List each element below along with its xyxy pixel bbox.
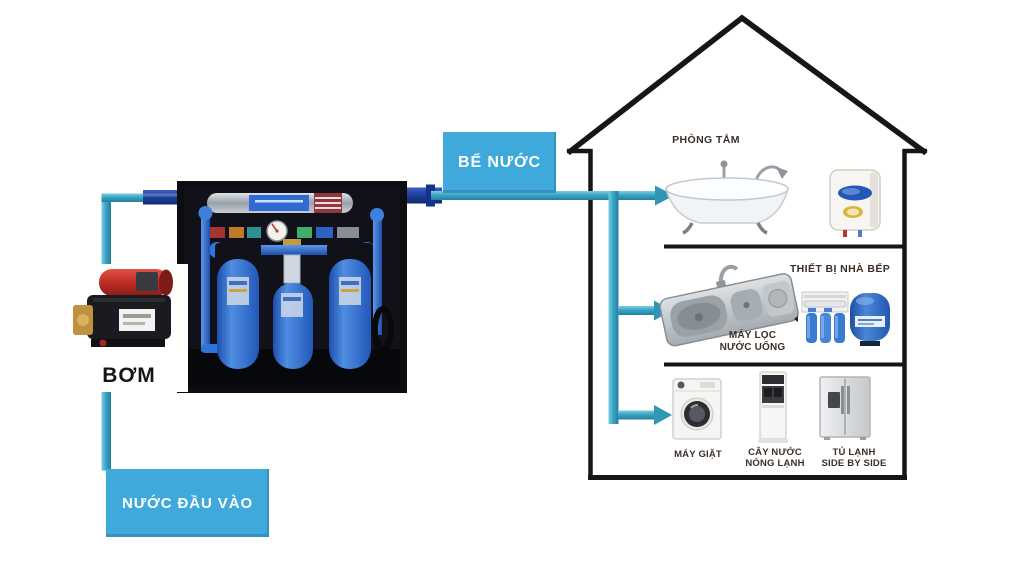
branch-utility-pipe: [618, 410, 656, 420]
pump-pressure-tank: [98, 269, 169, 296]
refrigerator-icon: [819, 376, 871, 440]
housing-wrench: [372, 306, 394, 380]
bathroom-label: PHÒNG TẮM: [672, 134, 740, 146]
filter-inlet-pipe: [143, 190, 183, 205]
clear-prefilter: [283, 254, 301, 284]
washer-label: MÁY GIẶT: [674, 449, 722, 460]
house-roof: [566, 14, 928, 156]
pump-block: BƠM: [70, 264, 188, 392]
distribution-pipes: [404, 184, 674, 425]
fridge-label: TỦ LẠNH SIDE BY SIDE: [821, 447, 887, 470]
water-tank-label-box: BỂ NƯỚC: [443, 132, 556, 193]
pump-label: BƠM: [102, 364, 156, 387]
main-distribution-pipe: [431, 191, 657, 200]
filter-housings: [215, 243, 373, 369]
bathtub-icon: [664, 160, 790, 235]
pump-illustration: [72, 264, 186, 362]
pressure-tank-icon: [850, 293, 890, 346]
filter-system-illustration: [177, 181, 407, 393]
ro-filter-icon: [794, 291, 849, 343]
drinking-filter-label: MÁY LỌC NƯỚC UỐNG: [719, 330, 786, 353]
dispenser-label: CÂY NƯỚC NÓNG LẠNH: [745, 447, 805, 470]
water-dispenser-icon: [758, 371, 788, 443]
kitchen-label: THIẾT BỊ NHÀ BẾP: [789, 263, 891, 275]
arrow-utility: [654, 405, 672, 425]
arrow-bathroom: [655, 185, 674, 206]
input-water-label-box: NƯỚC ĐẦU VÀO: [106, 469, 269, 537]
sink-icon: [645, 236, 809, 364]
branch-riser-pipe: [608, 191, 619, 424]
water-heater-icon: [829, 169, 881, 237]
manifold: [205, 227, 359, 238]
house-outline: [566, 14, 928, 480]
washing-machine-icon: [672, 378, 722, 440]
uv-sterilizer: [207, 193, 353, 213]
branch-kitchen-pipe: [618, 306, 656, 315]
